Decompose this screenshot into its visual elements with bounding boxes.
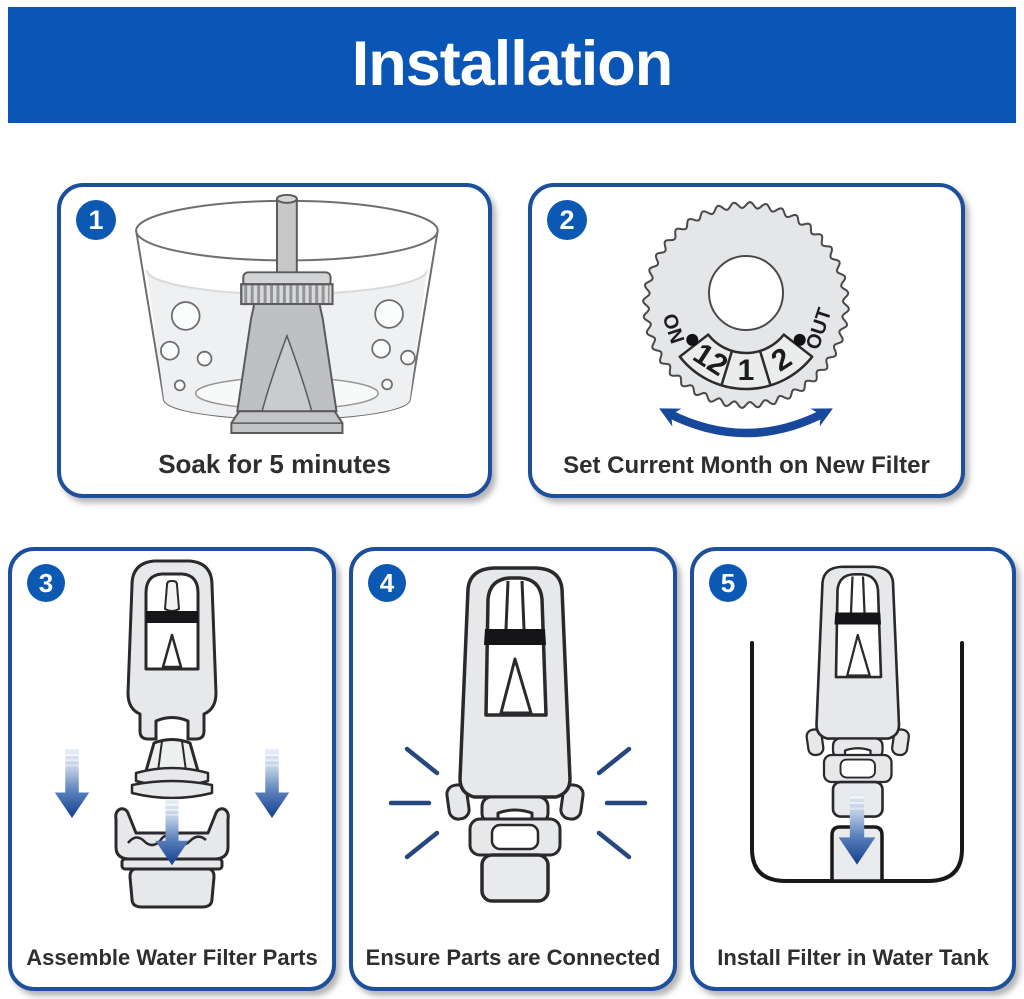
down-arrow-icon [53, 748, 91, 819]
step-caption: Soak for 5 minutes [158, 449, 391, 479]
step-caption: Set Current Month on New Filter [563, 452, 930, 479]
step-panel-4: 4 [349, 547, 677, 991]
step-number-badge: 1 [76, 200, 116, 240]
step-panel-1: 1 [57, 183, 492, 498]
step-panel-3: 3 [8, 547, 336, 991]
step-number-badge: 2 [547, 200, 587, 240]
rotate-arrow-icon [659, 408, 833, 438]
step-number-badge: 4 [368, 564, 406, 602]
step-number-badge: 3 [27, 564, 65, 602]
month-1: 1 [738, 354, 755, 387]
out-dot [793, 333, 806, 346]
banner: Installation [8, 7, 1016, 123]
page-title: Installation [351, 29, 674, 99]
install-in-tank-illustration [750, 565, 964, 883]
bubbles [160, 299, 416, 392]
filter-upper-housing [126, 559, 218, 741]
month-dial-illustration: 12 1 2 ON OUT [642, 201, 850, 438]
on-dot [686, 333, 699, 346]
step-panel-5: 5 Install Filter in Water Tank [690, 547, 1016, 991]
step-panel-2: 2 12 1 2 ON OUT [528, 183, 965, 498]
filter-cartridge [230, 193, 344, 435]
step-caption: Assemble Water Filter Parts [26, 945, 318, 970]
connected-filter-illustration [388, 566, 648, 903]
step-caption: Install Filter in Water Tank [717, 945, 989, 970]
soak-filter-illustration [135, 193, 439, 435]
filter-base-part [114, 807, 230, 909]
assemble-parts-illustration [53, 559, 291, 909]
step-caption: Ensure Parts are Connected [365, 945, 661, 970]
step-number-badge: 5 [709, 564, 747, 602]
filter-collar-part [130, 738, 214, 800]
filter-assembly [804, 565, 912, 818]
snap-click-lines [388, 746, 648, 860]
down-arrow-icon [253, 748, 291, 819]
